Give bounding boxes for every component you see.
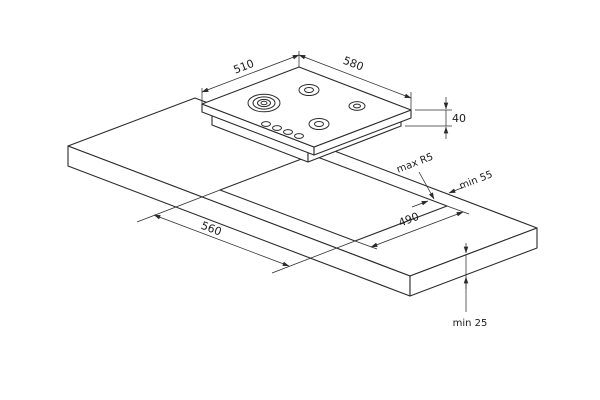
min-55-label: min 55 [458,169,494,192]
min-25-label: min 25 [453,318,488,329]
countertop-right-face [409,227,538,297]
dimension-40: 40 [405,97,466,139]
burner-right [348,101,366,111]
dim-40-label: 40 [452,112,466,125]
dim-510-label: 510 [232,57,256,77]
max-r5-label: max R5 [395,152,435,176]
burner-large [247,93,281,113]
note-min-25: min 25 [453,243,488,329]
burner-bottom [308,118,330,130]
dim-580-label: 580 [341,54,365,74]
control-knobs [261,121,304,139]
